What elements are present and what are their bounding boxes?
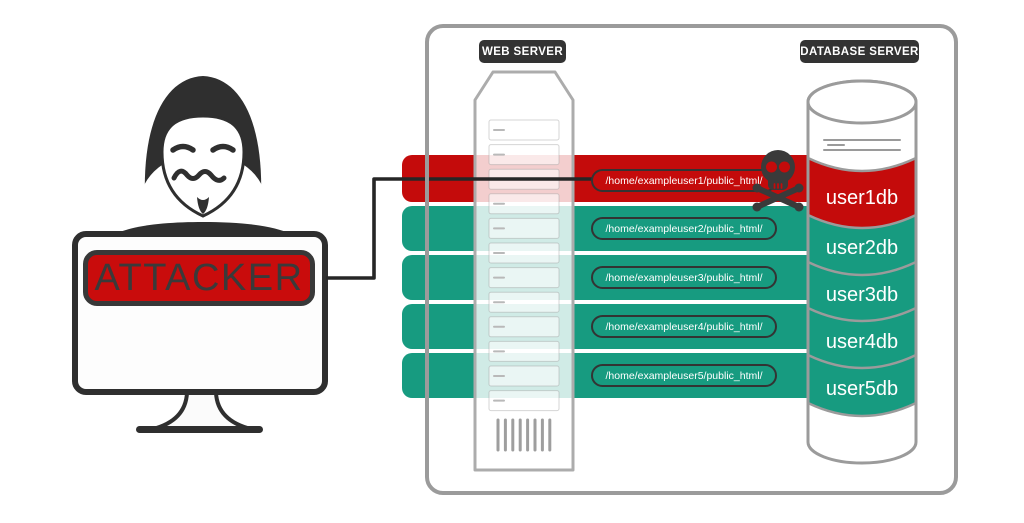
left-eye xyxy=(170,143,196,153)
path-pill-3: /home/exampleuser3/public_html/ xyxy=(591,266,777,289)
db-label-user4db: user4db xyxy=(826,331,898,353)
path-label-2: /home/exampleuser2/public_html/ xyxy=(605,222,763,235)
path-label-5: /home/exampleuser5/public_html/ xyxy=(605,369,763,382)
bone-knob xyxy=(794,202,804,212)
database-server-label-text: DATABASE SERVER xyxy=(800,45,919,58)
db-label-user2db: user2db xyxy=(826,237,898,259)
drive-slot xyxy=(488,119,560,141)
db-label-user5db: user5db xyxy=(826,378,898,400)
drive-slot xyxy=(488,365,560,387)
db-label-user1db: user1db xyxy=(826,187,898,209)
path-pill-5: /home/exampleuser5/public_html/ xyxy=(591,364,777,387)
band-seam xyxy=(808,401,916,418)
drive-slot xyxy=(488,291,560,313)
server-tower-icon xyxy=(473,70,575,472)
band-seam xyxy=(808,213,916,230)
db-band-user5db xyxy=(808,355,916,416)
face-mask xyxy=(160,114,246,218)
database-cylinder-icon: user1db user2db user3db user4db user5db xyxy=(806,79,918,465)
bone-knob xyxy=(794,183,804,193)
path-label-4: /home/exampleuser4/public_html/ xyxy=(605,320,763,333)
bone-knob xyxy=(752,202,762,212)
connection-row-5 xyxy=(402,353,814,398)
db-band-user1db xyxy=(808,158,916,228)
band-seam xyxy=(808,156,916,173)
drive-slot xyxy=(488,340,560,362)
right-eye xyxy=(210,143,236,153)
skull-eye xyxy=(779,161,790,173)
bone-knob xyxy=(752,183,762,193)
drive-slot xyxy=(488,316,560,338)
skull-cranium xyxy=(761,150,795,184)
connection-row-4 xyxy=(402,304,814,349)
band-seam xyxy=(808,306,916,323)
mustache xyxy=(171,168,227,183)
drive-slot xyxy=(488,144,560,166)
drive-slot xyxy=(488,390,560,412)
database-server-label: DATABASE SERVER xyxy=(800,40,919,63)
band-seam xyxy=(808,353,916,370)
goatee xyxy=(197,197,209,214)
crossbone xyxy=(754,185,802,210)
web-server-label-text: WEB SERVER xyxy=(481,45,564,58)
attacker-badge: ATTACKER xyxy=(83,250,315,306)
band-seam xyxy=(808,260,916,277)
db-label-user3db: user3db xyxy=(826,284,898,306)
path-pill-2: /home/exampleuser2/public_html/ xyxy=(591,217,777,240)
attacker-label: ATTACKER xyxy=(94,256,304,299)
monitor-base xyxy=(136,426,263,433)
db-band-user4db xyxy=(808,308,916,368)
db-band-user3db xyxy=(808,262,916,321)
monitor-stand xyxy=(151,391,253,431)
db-band-user2db xyxy=(808,215,916,275)
skull-crossbones-icon xyxy=(752,150,804,212)
tower-vents xyxy=(496,418,552,452)
skull-jaw xyxy=(768,176,788,190)
path-label-1: /home/exampleuser1/public_html/ xyxy=(605,174,763,187)
attacker-monitor: ATTACKER xyxy=(72,231,328,395)
web-server-label: WEB SERVER xyxy=(479,40,566,63)
skull-eye xyxy=(766,161,777,173)
cylinder-top-lid xyxy=(806,79,918,125)
path-pill-4: /home/exampleuser4/public_html/ xyxy=(591,315,777,338)
path-label-3: /home/exampleuser3/public_html/ xyxy=(605,271,763,284)
